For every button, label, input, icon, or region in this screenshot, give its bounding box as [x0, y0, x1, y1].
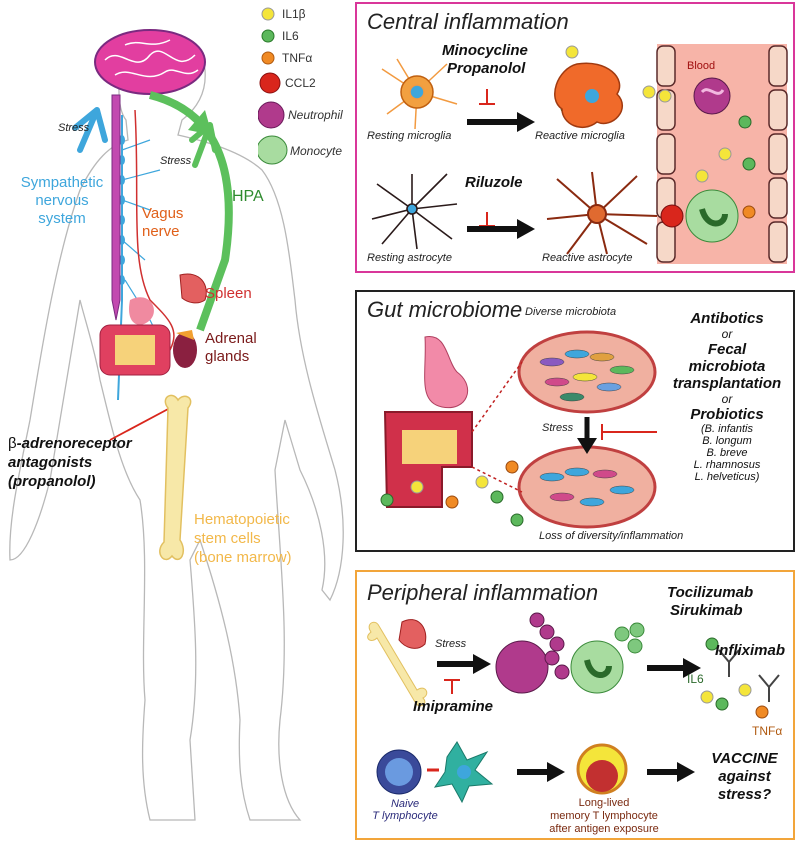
- drug-infliximab: Infliximab: [715, 642, 786, 659]
- colon-icon: [383, 411, 473, 508]
- legend: IL1β IL6 TNFα CCL2 Neutrophil Monocyte: [258, 2, 358, 167]
- gut-title: Gut microbiome: [367, 297, 523, 322]
- drug-riluzole: Riluzole: [465, 174, 523, 191]
- bone-icon: [159, 394, 192, 561]
- drug-tocilizumab: Tocilizumab: [667, 584, 754, 601]
- stress-arrow-left: [72, 107, 108, 153]
- vagus-nerve: [134, 109, 175, 351]
- legend-il1b: IL1β: [282, 7, 306, 21]
- central-graphics: [371, 44, 788, 264]
- drug-imipramine: Imipramine: [413, 698, 494, 715]
- adrenal-label: Adrenal glands: [205, 330, 257, 365]
- legend-il6: IL6: [282, 29, 299, 43]
- gut-stress-label: Stress: [542, 422, 574, 434]
- naive-t-label: Naive T lymphocyte: [372, 798, 438, 822]
- brain-icon: [94, 29, 206, 95]
- memory-t-label: Long-lived memory T lymphocyte after ant…: [549, 797, 659, 835]
- vaccine-label: VACCINE against stress?: [711, 750, 778, 803]
- ccl2-icon: [660, 204, 684, 228]
- diverse-microbiota-icon: [517, 330, 657, 414]
- reactive-microglia-label: Reactive microglia: [535, 130, 625, 142]
- reactive-astrocyte-icon: [546, 171, 658, 255]
- body-outline: [9, 35, 344, 821]
- fecal-label: Fecal: [707, 341, 747, 358]
- legend-monocyte: Monocyte: [290, 144, 343, 158]
- strain-2: B. longum: [702, 435, 752, 447]
- resting-astrocyte-label: Resting astrocyte: [367, 252, 452, 264]
- adrenal-icon: [173, 332, 197, 368]
- il6-label: IL6: [687, 672, 704, 686]
- peripheral-graphics: [367, 612, 780, 804]
- body-diagram: [9, 29, 344, 821]
- neutrophil-icon: [495, 640, 549, 694]
- monocyte-icon: [685, 189, 739, 243]
- neutrophil-icon: [693, 77, 731, 115]
- reactive-microglia-icon: [554, 62, 624, 128]
- strain-1: (B. infantis: [701, 423, 753, 435]
- spleen-label: Spleen: [205, 285, 252, 302]
- stomach-icon: [424, 336, 469, 409]
- strain-4: L. rhamnosus: [693, 459, 761, 471]
- spleen-icon: [398, 619, 427, 649]
- legend-neutrophil: Neutrophil: [288, 108, 343, 122]
- hpa-label: HPA: [232, 188, 264, 205]
- or-label-1: or: [721, 327, 733, 341]
- spinal-cord: [111, 94, 121, 321]
- legend-tnfa: TNFα: [282, 51, 313, 65]
- resting-microglia-label: Resting microglia: [367, 130, 452, 142]
- stress-label-top: Stress: [58, 122, 90, 134]
- central-title: Central inflammation: [367, 9, 569, 34]
- strain-3: B. breve: [706, 447, 748, 459]
- sympathetic-label: Sympathetic nervous system: [20, 174, 104, 227]
- peripheral-inflammation-panel: Peripheral inflammation: [355, 570, 795, 840]
- stomach-icon: [129, 297, 154, 325]
- diverse-microbiota-label: Diverse microbiota: [525, 306, 617, 318]
- resting-astrocyte-icon: [371, 173, 458, 250]
- stress-arrow-right: [189, 122, 218, 168]
- bone-icon: [367, 621, 428, 707]
- drug-sirukimab: Sirukimab: [670, 602, 743, 619]
- vagus-label: Vagus nerve: [142, 205, 184, 240]
- intestines-icon: [99, 324, 171, 376]
- stress-label-mid: Stress: [160, 155, 192, 167]
- spleen-icon: [179, 273, 207, 304]
- beta-antagonist-label: β-adrenoreceptor antagonists (propanolol…: [8, 435, 132, 490]
- tnfa-label: TNFα: [752, 724, 783, 738]
- hpa-arrow: [149, 91, 233, 332]
- resting-microglia-icon: [381, 58, 458, 130]
- gut-microbiome-panel: Gut microbiome: [355, 290, 795, 552]
- antibiotics-label: Antibotics: [690, 310, 764, 327]
- or-label-2: or: [721, 392, 733, 406]
- legend-swatches: [258, 7, 288, 165]
- gut-treatments: Antibotics or Fecal microbiota transplan…: [667, 310, 787, 483]
- loss-diversity-icon: [517, 445, 657, 529]
- drug-minocycline: Minocycline: [442, 42, 528, 59]
- central-inflammation-panel: Central inflammation: [355, 2, 795, 273]
- hematopoietic-label: Hematopoietic stem cells (bone marrow): [194, 511, 292, 566]
- legend-ccl2: CCL2: [285, 76, 316, 90]
- blood-label: Blood: [687, 60, 716, 72]
- reactive-astrocyte-label: Reactive astrocyte: [542, 252, 633, 264]
- gut-graphics: [380, 330, 657, 529]
- loss-diversity-label: Loss of diversity/inflammation: [539, 530, 684, 542]
- monocyte-icon: [570, 640, 624, 694]
- drug-propanolol: Propanolol: [447, 60, 526, 77]
- strain-5: L. helveticus): [694, 471, 760, 483]
- peripheral-stress-label: Stress: [435, 638, 467, 650]
- peripheral-title: Peripheral inflammation: [367, 580, 599, 605]
- probiotics-label: Probiotics: [690, 406, 764, 423]
